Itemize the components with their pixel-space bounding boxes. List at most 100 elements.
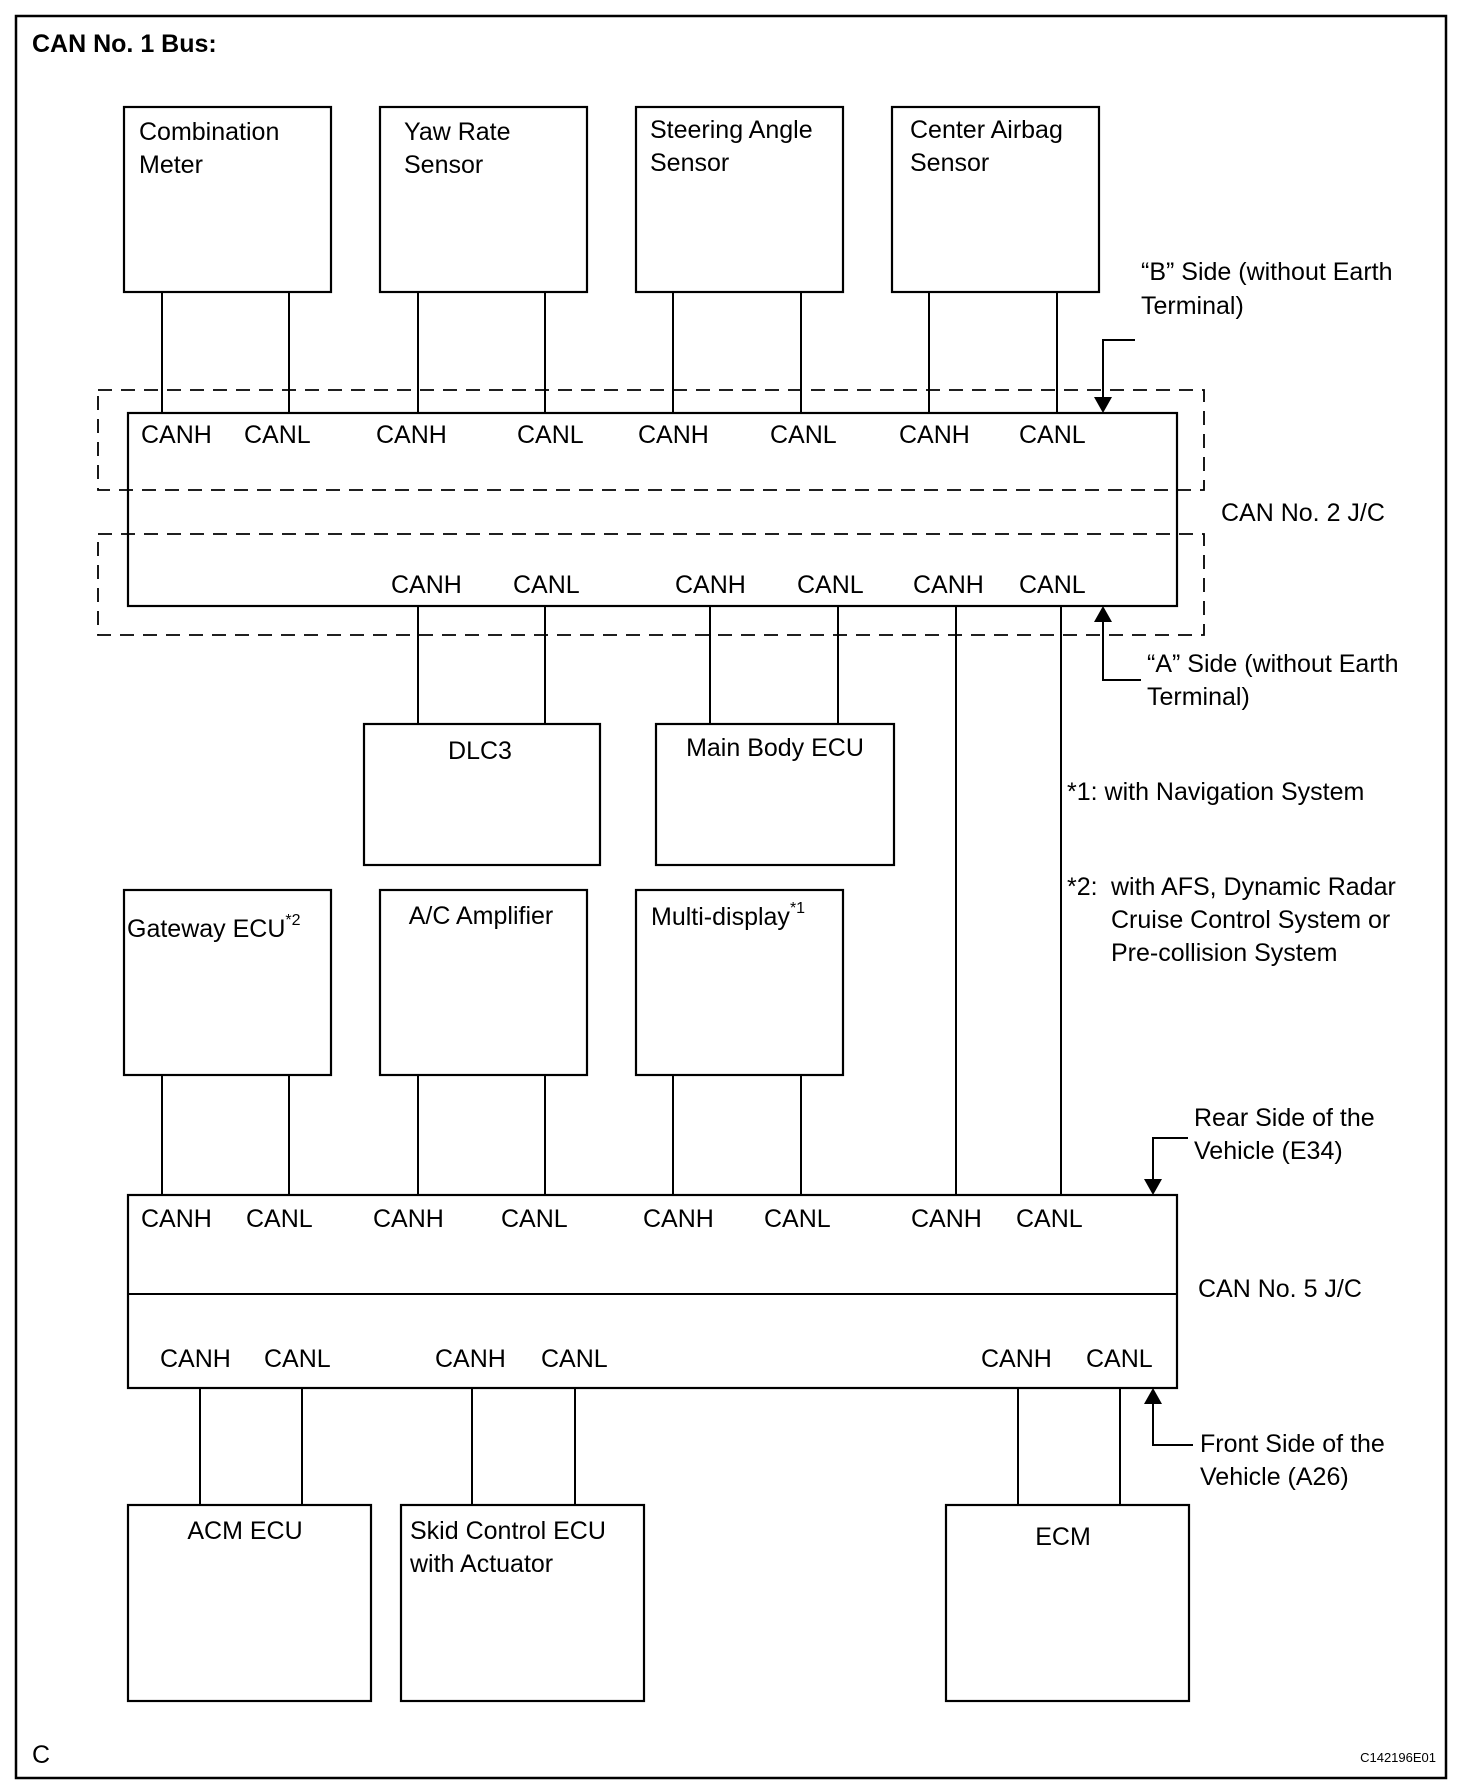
front-side-label-line2: Vehicle (A26) [1200,1463,1349,1491]
dlc3-box: DLC3 [362,722,602,867]
b-side-callout: “B” Side (without Earth Terminal) [1094,258,1393,413]
steering-angle-sensor-label-line2: Sensor [650,149,729,177]
can5-top-terminal-canl-1: CANL [246,1205,313,1233]
b-side-label-line2: Terminal) [1141,292,1244,320]
combination-meter-label-line2: Meter [139,151,203,179]
acm-ecu-label: ACM ECU [187,1517,302,1545]
can5-bottom-terminal-canh-3: CANH [981,1345,1052,1373]
rear-side-label-line1: Rear Side of the [1194,1104,1375,1132]
rear-side-callout: Rear Side of the Vehicle (E34) [1144,1104,1375,1195]
can2-jc-body [126,411,1179,608]
wires [161,292,1121,1505]
can2-jc-label: CAN No. 2 J/C [1221,499,1385,527]
combination-meter-label-line1: Combination [139,118,279,146]
yaw-rate-sensor-label-line1: Yaw Rate [404,118,511,146]
can2-bottom-terminal-canh-1: CANH [391,571,462,599]
can5-bottom-terminal-canl-1: CANL [264,1345,331,1373]
yaw-rate-sensor-label-line2: Sensor [404,151,483,179]
skid-control-ecu-box: Skid Control ECU with Actuator [399,1503,646,1703]
a-side-leader [1102,622,1141,681]
ac-amplifier-label: A/C Amplifier [409,902,553,930]
note-2-line2: Cruise Control System or [1111,906,1390,934]
can2-bottom-terminal-canh-2: CANH [675,571,746,599]
rear-side-arrowhead [1144,1179,1162,1195]
gateway-ecu-label: Gateway ECU*2 [127,912,301,943]
can5-junction-connector: CANH CANL CANH CANL CANH CANL CANH CANL … [126,1193,1179,1390]
ecm-box: ECM [944,1503,1191,1703]
can2-b-side-dashed-outline [97,389,1205,491]
figure-code: C142196E01 [1360,1750,1436,1765]
rear-side-leader [1152,1137,1188,1180]
gateway-ecu-box: Gateway ECU*2 [122,888,333,1077]
can2-bottom-terminal-canh-3: CANH [913,571,984,599]
multi-display-note-mark: *1 [790,900,805,917]
figure-frame [14,14,1448,1780]
center-airbag-sensor-label-line1: Center Airbag [910,116,1063,144]
note-2-mark: *2: [1067,873,1098,901]
multi-display-name: Multi-display [651,903,790,931]
can2-top-terminal-canh-1: CANH [141,421,212,449]
can2-a-side-dashed-outline [97,533,1205,636]
can2-top-terminal-canh-4: CANH [899,421,970,449]
a-side-label-line1: “A” Side (without Earth [1147,650,1399,678]
gateway-ecu-name: Gateway ECU [127,915,285,943]
b-side-leader [1102,339,1135,397]
corner-letter: C [32,1741,50,1769]
can5-bottom-terminal-canh-2: CANH [435,1345,506,1373]
can2-top-terminal-canh-3: CANH [638,421,709,449]
can2-junction-connector: CANH CANL CANH CANL CANH CANL CANH CANL … [97,389,1205,636]
dlc3-label: DLC3 [448,737,512,765]
a-side-label-line2: Terminal) [1147,683,1250,711]
can5-top-terminal-canl-2: CANL [501,1205,568,1233]
can5-bottom-terminal-canl-2: CANL [541,1345,608,1373]
can5-jc-body [126,1193,1179,1390]
note-2-line3: Pre-collision System [1111,939,1337,967]
center-airbag-sensor-label-line2: Sensor [910,149,989,177]
can2-top-terminal-canl-4: CANL [1019,421,1086,449]
front-side-arrowhead [1144,1388,1162,1404]
can5-jc-label: CAN No. 5 J/C [1198,1275,1362,1303]
note-2-line1: with AFS, Dynamic Radar [1110,873,1396,901]
steering-angle-sensor-box: Steering Angle Sensor [634,105,845,294]
skid-control-ecu-label-line1: Skid Control ECU [410,1517,606,1545]
ecm-label: ECM [1035,1523,1091,1551]
can2-top-terminal-canl-1: CANL [244,421,311,449]
can2-top-terminal-canh-2: CANH [376,421,447,449]
gateway-ecu-note-mark: *2 [285,912,300,929]
can2-bottom-terminal-canl-1: CANL [513,571,580,599]
can5-top-terminal-canl-4: CANL [1016,1205,1083,1233]
can2-bottom-terminal-canl-2: CANL [797,571,864,599]
skid-control-ecu-label-line2: with Actuator [409,1550,553,1578]
combination-meter-box: Combination Meter [122,105,333,294]
can5-top-terminal-canh-2: CANH [373,1205,444,1233]
can2-top-terminal-canl-3: CANL [770,421,837,449]
can5-bottom-terminal-canh-1: CANH [160,1345,231,1373]
multi-display-box: Multi-display*1 [634,888,845,1077]
acm-ecu-box: ACM ECU [126,1503,373,1703]
rear-side-label-line2: Vehicle (E34) [1194,1137,1343,1165]
can5-top-terminal-canl-3: CANL [764,1205,831,1233]
main-body-ecu-box: Main Body ECU [654,722,896,867]
ac-amplifier-box: A/C Amplifier [378,888,589,1077]
yaw-rate-sensor-box: Yaw Rate Sensor [378,105,589,294]
multi-display-label: Multi-display*1 [651,900,805,931]
can5-top-terminal-canh-1: CANH [141,1205,212,1233]
a-side-callout: “A” Side (without Earth Terminal) [1094,606,1399,711]
can5-bottom-terminal-canl-3: CANL [1086,1345,1153,1373]
b-side-label-line1: “B” Side (without Earth [1141,258,1393,286]
front-side-callout: Front Side of the Vehicle (A26) [1144,1388,1385,1491]
steering-angle-sensor-label-line1: Steering Angle [650,116,813,144]
can5-top-terminal-canh-3: CANH [643,1205,714,1233]
front-side-label-line1: Front Side of the [1200,1430,1385,1458]
can5-top-terminal-canh-4: CANH [911,1205,982,1233]
note-1: *1: with Navigation System [1067,778,1364,806]
a-side-arrowhead [1094,606,1112,622]
center-airbag-sensor-box: Center Airbag Sensor [890,105,1101,294]
main-body-ecu-label: Main Body ECU [686,734,864,762]
diagram-title: CAN No. 1 Bus: [32,30,217,58]
can2-top-terminal-canl-2: CANL [517,421,584,449]
front-side-leader [1152,1404,1193,1446]
can2-bottom-terminal-canl-3: CANL [1019,571,1086,599]
b-side-arrowhead [1094,397,1112,413]
